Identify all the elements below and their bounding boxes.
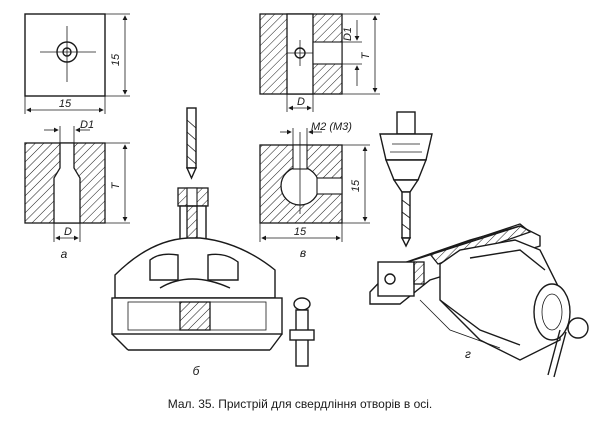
figure-b: б [111, 107, 315, 378]
figure-v-dim-width: 15 [294, 226, 307, 238]
figure-a-dim-d: D [64, 226, 72, 238]
figure-caption: Мал. 35. Пристрій для свердління отворів… [168, 397, 433, 411]
vise-handle [289, 297, 315, 367]
figure-v-dim-d: D [297, 96, 305, 108]
figure-v-dim-height: 15 [350, 179, 362, 192]
figure-a-dim-t: T [110, 181, 122, 189]
small-vise [369, 223, 589, 378]
figure-v-dim-thread: M2 (M3) [311, 121, 352, 133]
figure-v: D1 T D M2 (M3) [259, 13, 380, 260]
drill-bit [185, 107, 198, 180]
figure-v-top: D1 T D [259, 13, 380, 112]
figure-v-bottom: M2 (M3) 15 15 [259, 121, 370, 242]
figure-a-section: D1 T D [24, 119, 130, 242]
figure-v-dim-t: T [360, 51, 372, 59]
figure-b-label: б [193, 364, 201, 378]
figure-a-top-height-dim: 15 [110, 53, 122, 66]
figure-a: 15 15 D1 T D а [24, 13, 130, 261]
drill-chuck [379, 111, 433, 248]
vise-body [114, 237, 276, 299]
figure-g: г [369, 111, 589, 378]
figure-a-dim-d1: D1 [80, 119, 94, 131]
figure-a-label: а [61, 247, 68, 261]
figure-g-label: г [465, 347, 471, 361]
figure-v-dim-d1: D1 [342, 27, 354, 41]
figure-a-top-width-dim: 15 [59, 98, 72, 110]
figure-v-label: в [300, 246, 306, 260]
figure-a-top-view: 15 15 [24, 13, 130, 114]
